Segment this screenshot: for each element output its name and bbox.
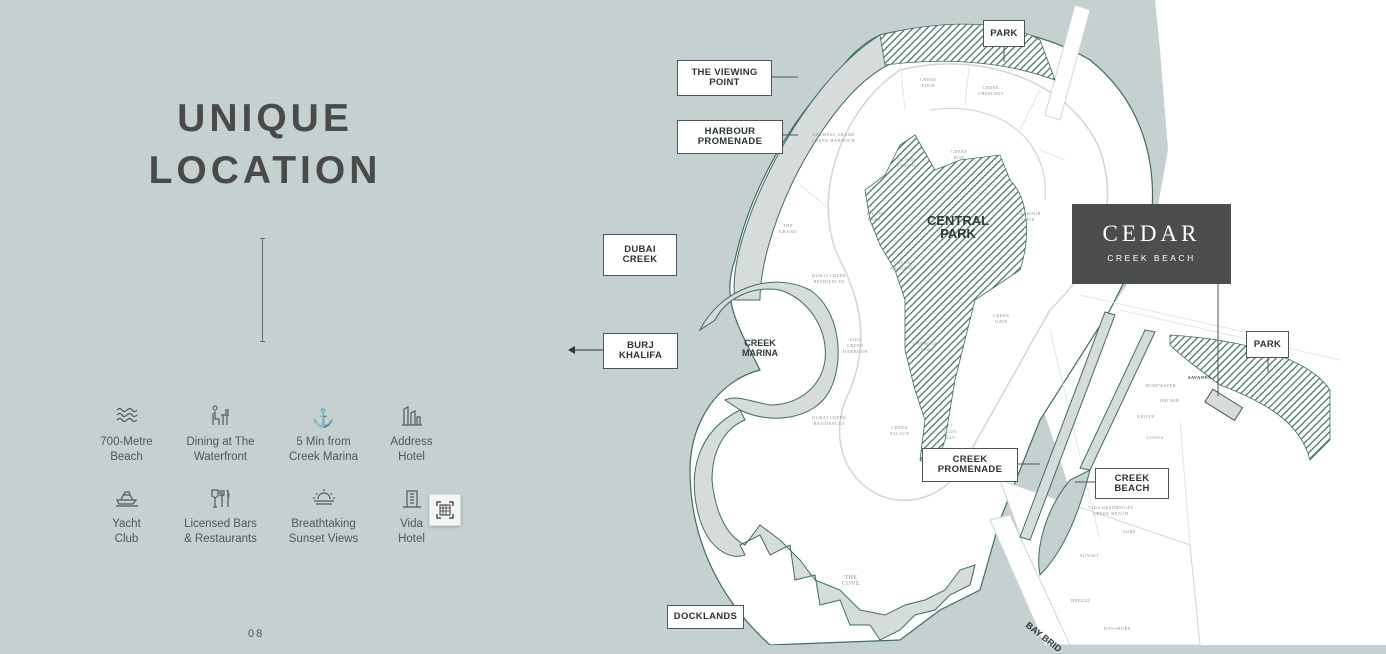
callout-harbour-promenade[interactable]: HARBOUR PROMENADE (677, 120, 783, 154)
central-park-shape (864, 134, 1027, 471)
amenity-label: Licensed Bars & Restaurants (184, 518, 257, 545)
promenade-band (733, 34, 901, 301)
title-line-1: UNIQUE (177, 97, 353, 140)
waves-icon (79, 405, 174, 431)
label-harbour-views: HARBOUR VIEWS (913, 341, 938, 352)
label-island-park-2: ISLAND PARK II (897, 157, 916, 168)
info-panel: UNIQUE LOCATION 700-Metre Beach Dining a… (0, 0, 560, 645)
inner-road (929, 108, 1046, 201)
label-vida-creek-harbour: VIDA CREEK HARBOUR (843, 337, 868, 354)
dining-icon (173, 405, 268, 431)
amenity-label: Dining at The Waterfront (186, 436, 255, 463)
label-harbour-gate: HARBOUR GATE (1016, 211, 1041, 222)
building-icon (364, 405, 459, 431)
callout-park-right[interactable]: PARK (1246, 331, 1289, 358)
label-sunset: SUNSET (1080, 553, 1100, 558)
amenity-sunset: Breathtaking Sunset Views (276, 487, 371, 547)
label-17-icon-bay: 17 ICON BAY (944, 423, 957, 440)
amenity-label: Address Hotel (390, 436, 433, 463)
callout-park-top[interactable]: PARK (983, 20, 1025, 47)
docklands-jagged (693, 409, 976, 641)
canal-strip (1019, 311, 1116, 541)
amenity-label: 5 Min from Creek Marina (288, 436, 359, 463)
cedar-subtitle: CREEK BEACH (1107, 253, 1196, 263)
page-number: 08 (248, 628, 265, 640)
label-creek-gate: CREEK GATE (993, 313, 1010, 324)
street-lines (799, 57, 1341, 546)
label-bayshore: BAYSHORE (1104, 626, 1132, 631)
amenity-marina: ⚓ 5 Min from Creek Marina (276, 405, 371, 465)
qr-code-button[interactable] (429, 494, 461, 526)
amenity-label: 700-Metre Beach (100, 436, 153, 463)
amenity-dining: Dining at The Waterfront (173, 405, 268, 465)
callout-creek-beach[interactable]: CREEK BEACH (1095, 468, 1169, 499)
amenity-yacht-club: Yacht Club (79, 487, 174, 547)
bridge-road (1044, 4, 1091, 121)
label-the-cove: THE COVE (842, 575, 860, 587)
label-island-park-1: ISLAND PARK I (867, 211, 886, 222)
canal-water (1038, 469, 1091, 577)
amenity-label: Yacht Club (112, 518, 141, 545)
label-dubai-creek-res-1: DUBAI CREEK RESIDENCES (812, 273, 847, 284)
sunset-icon (276, 487, 371, 513)
arrow-head-icon (568, 346, 575, 354)
label-creek-horizon: CREEK HORIZON (891, 260, 915, 271)
creek-marina-ring (698, 281, 839, 419)
cedar-plot (1204, 388, 1244, 422)
divider-line (260, 238, 265, 342)
label-creek-rise: CREEK RISE (951, 149, 968, 160)
callout-creek-promenade[interactable]: CREEK PROMENADE (922, 448, 1018, 482)
bay-bridge (989, 514, 1071, 645)
creek-marina-label: CREEK MARINA (742, 338, 778, 358)
amenity-label: Vida Hotel (398, 518, 425, 545)
label-creek-crescent: CREEK CRESCENT (978, 85, 1005, 96)
label-lotus: LOTUS (1147, 435, 1164, 440)
amenity-beach: 700-Metre Beach (79, 405, 174, 465)
amenity-label: Breathtaking Sunset Views (288, 518, 359, 545)
amenity-vida-hotel: Vida Hotel (364, 487, 459, 547)
label-surf: SURF (1123, 529, 1136, 534)
callout-docklands[interactable]: DOCKLANDS (667, 605, 744, 629)
label-orchid: ORCHID (1160, 398, 1180, 403)
ring-road (827, 63, 1109, 502)
glass-icon (173, 487, 268, 513)
label-grove: GROVE (1137, 414, 1155, 419)
label-dubai-creek-res-2: DUBAI CREEK RESIDENCES (812, 415, 847, 426)
label-savanna: SAVANNA (1188, 375, 1212, 380)
central-park-label: CENTRAL PARK (926, 213, 990, 241)
canal-right (1079, 329, 1156, 471)
qr-scan-icon (436, 501, 454, 519)
callout-dubai-creek[interactable]: DUBAI CREEK (603, 234, 677, 276)
page-title: UNIQUE LOCATION (100, 93, 430, 197)
cedar-creek-beach-badge[interactable]: CEDAR CREEK BEACH (1072, 204, 1231, 284)
label-the-grand: THE GRAND (779, 223, 798, 234)
amenity-bars: Licensed Bars & Restaurants (173, 487, 268, 547)
label-creek-edge: CREEK EDGE (920, 77, 937, 88)
label-rosewater: ROSEWATER (1146, 383, 1177, 388)
callout-viewing-point[interactable]: THE VIEWING POINT (677, 60, 772, 96)
callout-burj-khalifa[interactable]: BURJ KHALIFA (603, 333, 678, 369)
title-line-2: LOCATION (148, 149, 382, 192)
hotel-icon (364, 487, 459, 513)
label-vida-residences: VIDA RESIDENCES CREEK BEACH (1088, 505, 1134, 516)
anchor-icon: ⚓ (312, 408, 335, 428)
label-breeze: BREEZE (1071, 598, 1091, 603)
yacht-icon (79, 487, 174, 513)
amenity-address-hotel: Address Hotel (364, 405, 459, 465)
label-address-grand: ADDRESS GRAND CREEK HARBOUR (812, 132, 856, 143)
label-creek-palace: CREEK PALACE (890, 425, 910, 436)
cedar-title: CEDAR (1102, 221, 1201, 246)
